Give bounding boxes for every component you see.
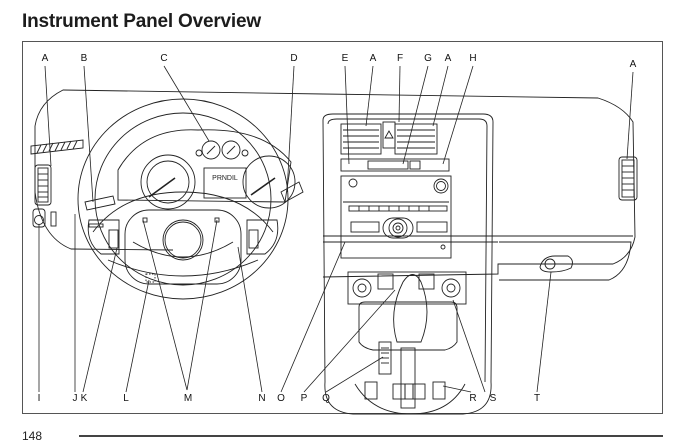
callout-g: G [424,53,432,64]
radio-tune-knob [433,178,449,194]
callout-a-center-left: A [369,53,377,64]
center-vent-left [340,123,382,155]
hazard-button [382,121,396,149]
callout-a-right-vent: A [629,59,637,70]
instrument-cluster [117,129,296,210]
glove-box-handle-icon [539,255,573,273]
instrument-panel-figure: P R N D I L [22,41,663,415]
climate-controls [347,271,467,305]
climate-left-knob [352,278,372,298]
callout-s: S [489,393,497,404]
fuel-gauge-icon [201,140,221,160]
turn-signal-lever [84,195,116,211]
radio-volume-knob [388,218,408,238]
leader-lines [38,65,634,393]
right-dash-vent-icon [618,156,638,201]
radio-power-knob [348,178,358,188]
callout-i: I [37,393,41,404]
steering-wheel [77,98,289,300]
callout-k: K [80,393,88,404]
page-title: Instrument Panel Overview [22,11,261,32]
callout-a-center-right: A [444,53,452,64]
glove-box [499,241,632,281]
callout-b: B [80,53,88,64]
hazard-icon [384,130,394,139]
callout-c: C [160,53,168,64]
tachometer-icon [242,155,296,209]
shift-lever [393,274,428,343]
dashboard-outline [34,89,636,278]
temp-gauge-icon [221,140,241,160]
callout-e: E [341,53,349,64]
climate-right-knob [441,278,461,298]
radio-preset-buttons [348,205,448,212]
callout-o: O [277,393,285,404]
center-vent-right [394,123,438,155]
callout-n: N [258,393,266,404]
page-number: 148 [22,429,43,443]
callout-m: M [183,393,193,404]
center-stack [322,113,494,415]
footer-rule [79,435,663,437]
speedometer-icon [140,154,196,210]
callout-f: F [396,53,404,64]
heated-seat-left-button [364,381,378,400]
callout-t: T [533,393,541,404]
callout-a-left-vent: A [41,53,49,64]
callout-h: H [469,53,477,64]
wiper-lever [280,181,304,203]
left-dash-vent-icon [34,164,52,206]
left-defrost-grille [30,139,84,155]
callout-d: D [290,53,298,64]
callout-l: L [123,393,129,404]
heated-seat-right-button [432,381,446,400]
radio-unit [340,175,452,259]
gear-indicator: PRNDIL [212,175,238,182]
callout-q: Q [322,393,330,404]
dashboard-lower-left [34,126,174,251]
shift-gate [400,347,416,409]
callout-p: P [300,393,308,404]
instrument-panel-illustration: PRNDIL [30,65,638,415]
callout-r: R [469,393,477,404]
tow-haul-switch [378,341,392,375]
info-switch-row [340,158,450,172]
callout-j: J [72,393,78,404]
